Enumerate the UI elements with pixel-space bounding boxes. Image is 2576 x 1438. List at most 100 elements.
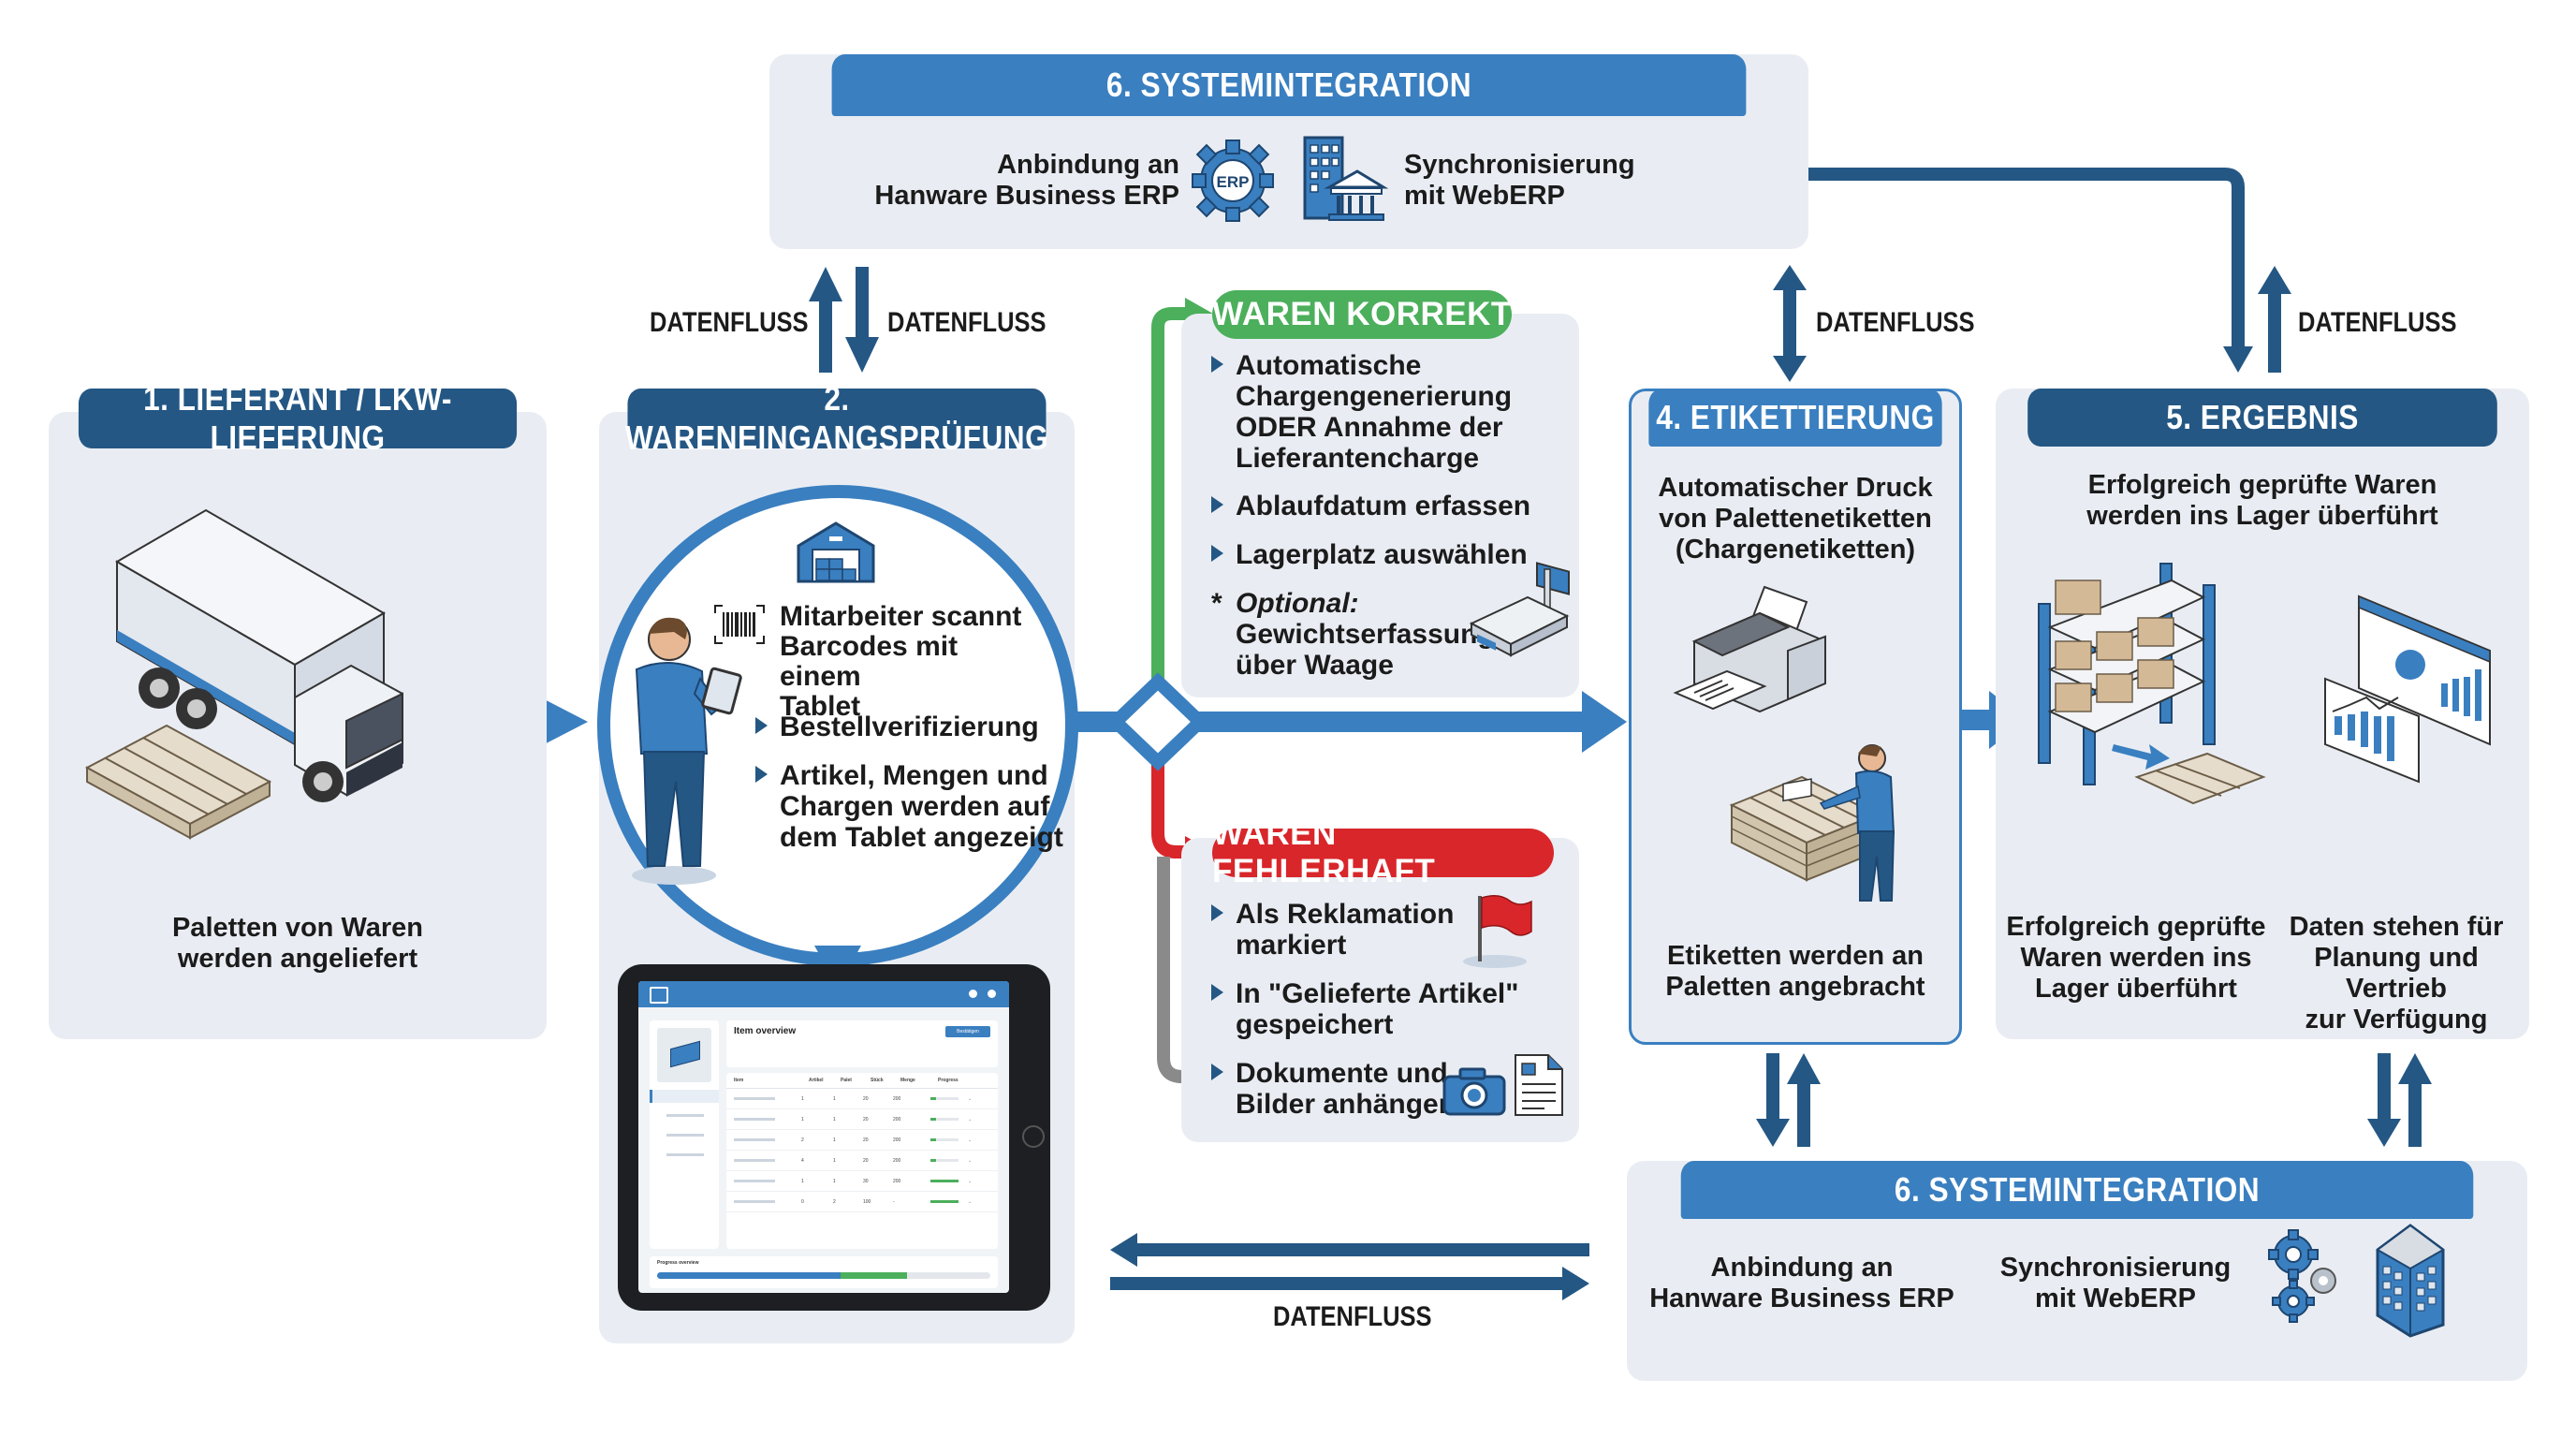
- cell-menge: 200: [893, 1157, 901, 1164]
- tablet-home-button[interactable]: [1022, 1125, 1045, 1148]
- warehouse-shelf-icon: [2038, 563, 2266, 805]
- tablet-nav-item-active[interactable]: [650, 1090, 719, 1103]
- top-integration-erp-text: Anbindung an Hanware Business ERP: [871, 150, 1179, 212]
- tablet-confirm-button[interactable]: Bestätigen: [945, 1026, 990, 1037]
- bullet-arrow-icon: [1211, 545, 1223, 562]
- row-expand-chevron-icon[interactable]: ⌄: [968, 1178, 973, 1184]
- row-progress-fill: [930, 1158, 936, 1162]
- erp-gear-icon: ERP: [1192, 139, 1274, 222]
- text-line: Gewichtserfassung: [1236, 619, 1495, 650]
- correct-bullet-location: Lagerplatz auswählen: [1211, 539, 1528, 570]
- step4-bottom-text: Etiketten werden an Paletten angebracht: [1629, 941, 1962, 1003]
- cell-artikel: 1: [801, 1095, 804, 1102]
- cell-palet: 1: [833, 1137, 836, 1143]
- text-line: Dokumente und: [1236, 1058, 1448, 1089]
- text-line: Paletten angebracht: [1665, 972, 1925, 1002]
- bullet-arrow-icon: [755, 717, 768, 734]
- text-line: Lieferantencharge: [1236, 443, 1480, 474]
- step1-caption: Paletten von Waren werden angeliefert: [49, 913, 547, 975]
- tablet-nav-item[interactable]: [666, 1114, 704, 1117]
- text-line: Automatischer Druck: [1658, 473, 1933, 503]
- correct-bullet-batch: Automatische Chargengenerierung ODER Ann…: [1211, 350, 1512, 474]
- worker-labeling-pallet-icon: [1729, 744, 1895, 902]
- tablet-progress-card: Progress overview: [650, 1256, 998, 1288]
- cell-menge: -: [893, 1198, 895, 1205]
- row-progress-bar: [930, 1158, 959, 1162]
- text-line: Lagerplatz auswählen: [1236, 539, 1528, 570]
- col-artikel: Artikel: [809, 1078, 824, 1083]
- text-line: Daten stehen für: [2289, 912, 2504, 942]
- cell-item: [726, 1158, 801, 1164]
- building-bank-icon: [1303, 136, 1389, 221]
- tablet-settings-icon[interactable]: [969, 990, 977, 998]
- text-line: zur Verfügung: [2305, 1005, 2488, 1034]
- tablet-nav-item[interactable]: [666, 1134, 704, 1137]
- text-line: mit WebERP: [2035, 1284, 2196, 1313]
- text-line: gespeichert: [1236, 1009, 1394, 1040]
- tablet-sidebar: [650, 1020, 719, 1249]
- text-line: Erfolgreich geprüfte Waren: [2087, 470, 2437, 500]
- dataflow-label-step4: DATENFLUSS: [1816, 307, 1975, 338]
- truck-icon: [115, 508, 403, 802]
- cell-item: [726, 1137, 801, 1143]
- cell-stueck: 20: [863, 1095, 869, 1102]
- cell-progress: [930, 1137, 968, 1143]
- tablet-item-overview-title: Item overview: [734, 1026, 797, 1036]
- worker-with-tablet-icon: [632, 617, 742, 885]
- tablet-app-header: [638, 981, 1009, 1007]
- text-line: Artikel, Mengen und: [780, 760, 1048, 791]
- row-progress-bar: [930, 1179, 959, 1182]
- text-line: Hanware Business ERP: [1649, 1284, 1954, 1313]
- text-line: Erfolgreich geprüfte: [2006, 912, 2266, 942]
- tablet-items-table: Item Artikel Palet Stück Menge Progress …: [726, 1073, 998, 1249]
- scale-icon: [1469, 562, 1570, 657]
- gears-icon: [2268, 1229, 2336, 1323]
- col-palet: Palet: [841, 1078, 852, 1083]
- cell-artikel: 1: [801, 1178, 804, 1184]
- tablet-progress-green: [840, 1272, 907, 1279]
- arrow-step4-bottom-integration: [1756, 1053, 1821, 1147]
- text-line: Synchronisierung: [1999, 1253, 2232, 1283]
- tablet-nav-item[interactable]: [666, 1153, 704, 1156]
- bullet-arrow-icon: [755, 766, 768, 783]
- row-expand-chevron-icon[interactable]: ⌄: [968, 1095, 973, 1102]
- row-expand-chevron-icon[interactable]: ⌄: [968, 1198, 973, 1205]
- item-name-placeholder: [734, 1117, 775, 1121]
- arrow-step5-bottom-integration: [2367, 1053, 2432, 1147]
- faulty-panel: [1181, 838, 1579, 1142]
- arrow-top-integration-step2: [809, 267, 879, 373]
- cell-progress: [930, 1179, 968, 1184]
- text-line: Synchronisierung: [1404, 150, 1635, 180]
- tablet-profile-icon[interactable]: [988, 990, 996, 998]
- col-item: Item: [734, 1078, 744, 1083]
- cell-stueck: 20: [863, 1157, 869, 1164]
- text-line: Bilder anhängen: [1236, 1089, 1456, 1120]
- row-expand-chevron-icon[interactable]: ⌄: [968, 1157, 973, 1164]
- text-line: Bestellverifizierung: [780, 712, 1039, 742]
- dataflow-label-left: DATENFLUSS: [650, 307, 809, 338]
- cell-artikel: 0: [801, 1198, 804, 1205]
- row-expand-chevron-icon[interactable]: ⌄: [968, 1116, 973, 1123]
- scan-circle: [597, 485, 1078, 988]
- cell-stueck: 20: [863, 1116, 869, 1123]
- correct-label: WAREN KORREKT: [1212, 290, 1512, 339]
- text-line: Waren werden ins: [2020, 943, 2252, 973]
- row-expand-chevron-icon[interactable]: ⌄: [968, 1137, 973, 1143]
- row-progress-fill: [930, 1179, 959, 1182]
- correct-optional-weight: * Optional: Gewichtserfassung über Waage: [1211, 588, 1495, 681]
- bullet-arrow-icon: [1211, 904, 1223, 921]
- cell-menge: 200: [893, 1116, 901, 1123]
- text-line: Lager überführt: [2035, 974, 2237, 1004]
- row-progress-fill: [930, 1117, 936, 1121]
- text-line: Mitarbeiter scannt: [780, 601, 1022, 632]
- faulty-bullet-attachments: Dokumente und Bilder anhängen: [1211, 1058, 1456, 1120]
- cell-item: [726, 1096, 801, 1102]
- text-line: von Palettenetiketten: [1659, 504, 1932, 534]
- cell-progress: [930, 1199, 968, 1205]
